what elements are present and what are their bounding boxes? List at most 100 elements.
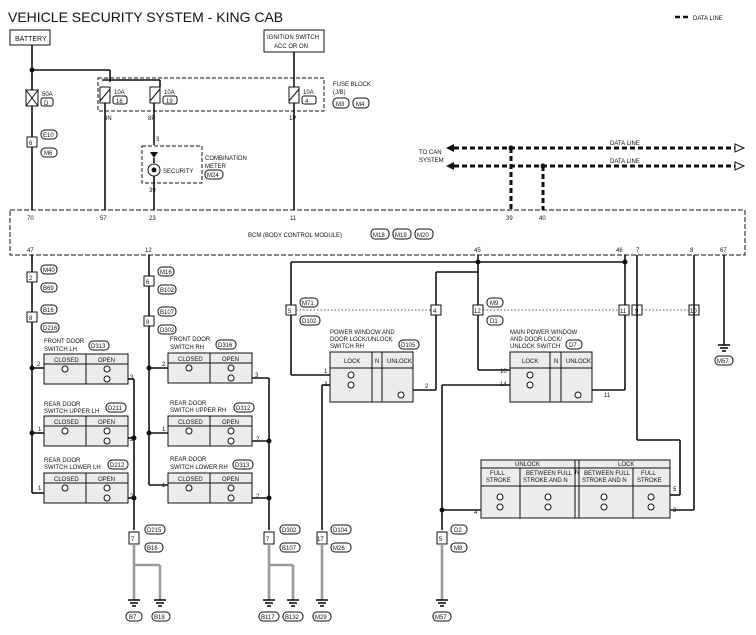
conn-e10-pin: 6: [29, 141, 33, 147]
ground-m57-bottom-label: M57: [435, 615, 447, 621]
fuse-19-amp: 10A: [164, 90, 175, 96]
pwm-col-unlock: UNLOCK: [566, 359, 591, 365]
ground-b18-label: B18: [154, 615, 165, 621]
bcm-label: BCM (BODY CONTROL MODULE): [248, 233, 342, 239]
conn-d-pin: 5: [439, 537, 443, 543]
arrow-left-2: [446, 162, 454, 170]
bcm-bot-pin-7: 7: [636, 248, 640, 254]
bcm-conn-2: M19: [395, 233, 407, 239]
pwrh-col-lock: LOCK: [344, 359, 360, 365]
bcm-bot-pin-67: 67: [720, 248, 727, 254]
pwm-label-2: AND DOOR LOCK/: [510, 337, 562, 343]
rulh-col-closed: CLOSED: [54, 420, 79, 426]
pwrh-label-3: SWITCH RH: [330, 344, 364, 350]
svg-text:STROKE: STROKE: [637, 478, 662, 484]
pwrh-pin-1: 1: [324, 369, 328, 375]
ignition-label-1: IGNITION SWITCH: [267, 35, 319, 41]
bcm-bot-pin-46: 46: [616, 248, 623, 254]
pwm-label-3: UNLOCK SWITCH: [510, 344, 560, 350]
rlrh-label-1: REAR DOOR: [170, 457, 207, 463]
rurh-label-1: REAR DOOR: [170, 401, 207, 407]
fdlh-label-1: FRONT DOOR: [44, 339, 85, 345]
svg-text:2: 2: [256, 494, 260, 500]
security-lamp-label: SECURITY: [163, 169, 193, 175]
hr-c2: B102: [160, 288, 175, 294]
fuse-19-id: 19: [166, 99, 173, 105]
fdlh-col-open: OPEN: [98, 358, 115, 364]
fdrh-conn: D316: [218, 343, 233, 349]
bcm-top-pin-40: 40: [539, 216, 546, 222]
pwrh-label-2: DOOR LOCK/UNLOCK: [330, 337, 393, 343]
diode-symbol: [150, 152, 158, 158]
page-title: VEHICLE SECURITY SYSTEM - KING CAB: [8, 9, 283, 25]
bcm-top-pin-23: 23: [149, 216, 156, 222]
hl-pin2: 8: [29, 316, 33, 322]
bcm-top-pin-70: 70: [27, 216, 34, 222]
ground-b7-label: B7: [129, 615, 137, 621]
data-line-label-1: DATA LINE: [610, 141, 640, 147]
battery-box: [9, 29, 51, 46]
pwrh-col-unlock: UNLOCK: [387, 359, 412, 365]
rulh-col-open: OPEN: [98, 420, 115, 426]
ground-b18: B18: [151, 599, 171, 622]
conn-d102: D102: [302, 319, 317, 325]
rlrh-col-open: OPEN: [222, 477, 239, 483]
fuse-pin-8p: 8P: [148, 116, 155, 122]
fuse-4-id: 4: [305, 99, 309, 105]
to-can-2: SYSTEM: [419, 158, 444, 164]
ground-b132-label: B132: [285, 615, 300, 621]
hl-pin1: 2: [29, 276, 33, 282]
bcm-bot-pin-47: 47: [27, 248, 34, 254]
rurh-label-2: SWITCH UPPER RH: [170, 408, 226, 414]
main-power-window-switch: MAIN POWER WINDOW AND DOOR LOCK/ UNLOCK …: [509, 330, 593, 403]
hr-pin1: 6: [146, 280, 150, 286]
fuse-block-label-1: FUSE BLOCK: [333, 82, 371, 88]
data-line-label-2: DATA LINE: [610, 159, 640, 165]
pwm-label-1: MAIN POWER WINDOW: [510, 330, 578, 336]
hr-c4: D302: [160, 328, 175, 334]
arrow-right-2: [734, 161, 746, 171]
fdlh-col-closed: CLOSED: [54, 358, 79, 364]
conn-c-c2: M26: [333, 546, 345, 552]
ground-m57-bottom: M57: [432, 599, 452, 622]
svg-text:2: 2: [162, 362, 166, 368]
combo-label-2: METER: [205, 164, 227, 170]
hl-c2: B69: [43, 286, 54, 292]
hl-c1: M40: [43, 268, 55, 274]
fuse-block-label-2: (J/B): [333, 90, 346, 96]
rlrh-label-2: SWITCH LOWER RH: [170, 465, 228, 471]
bcm-top-pin-39: 39: [506, 216, 513, 222]
conn-m9: M9: [490, 301, 499, 307]
fuse-pin-4n: 4N: [104, 116, 112, 122]
svg-text:3: 3: [255, 373, 259, 379]
mid-pin-5: 5: [288, 309, 292, 315]
rllh-col-closed: CLOSED: [54, 477, 79, 483]
to-can-1: TO CAN: [419, 150, 442, 156]
fdrh-col-open: OPEN: [222, 357, 239, 363]
key-group-unlock: UNLOCK: [515, 462, 540, 468]
fuse-16-id: 16: [116, 99, 123, 105]
combo-pin-top: 3: [156, 137, 160, 143]
svg-text:1: 1: [38, 427, 42, 433]
conn-a-c1: D215: [147, 528, 162, 534]
hr-c1: M16: [160, 270, 172, 276]
conn-m6: M6: [44, 151, 53, 157]
conn-b-pin: 7: [266, 537, 270, 543]
fuse-block-frame: [97, 77, 325, 112]
fuse-block-conn-1: M3: [336, 102, 345, 108]
bcm-conn-3: M20: [417, 233, 429, 239]
ground-b7: B7: [125, 599, 143, 622]
key-group-lock: LOCK: [618, 462, 634, 468]
mid-pin-4: 4: [433, 309, 437, 315]
mid-pin-12: 12: [474, 309, 481, 315]
rllh-label-1: REAR DOOR: [44, 458, 81, 464]
svg-text:1: 1: [162, 427, 166, 433]
key-col-n: N: [575, 470, 579, 476]
rear-door-switch-lower-lh: REAR DOOR SWITCH LOWER LH D212 CLOSED OP…: [43, 458, 129, 504]
pwm-conn: D7: [569, 343, 577, 349]
ignition-label-2: ACC OR ON: [274, 44, 308, 50]
conn-d-c2: M8: [454, 546, 463, 552]
combo-pin-bottom: 39: [149, 188, 156, 194]
battery-label: BATTERY: [15, 36, 47, 43]
pwm-col-n: N: [554, 359, 558, 365]
